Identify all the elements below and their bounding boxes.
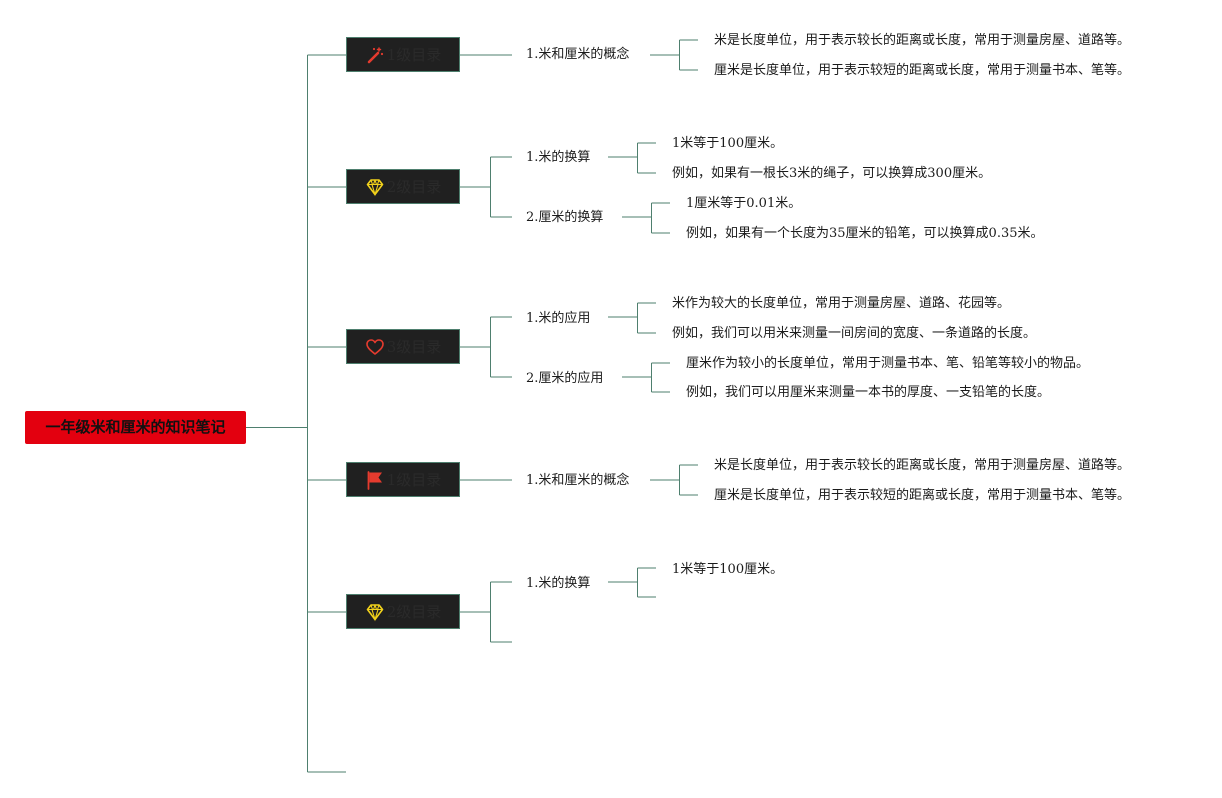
topic-label[interactable]: 1.米和厘米的概念 [526,473,630,488]
note-bracket [608,567,656,598]
note-text: 米作为较大的长度单位，常用于测量房屋、道路、花园等。 [672,296,1011,311]
note-bracket [608,142,656,174]
note-text: 1米等于100厘米。 [672,136,784,151]
branch-node[interactable]: 1级目录 [346,37,460,72]
note-text: 例如，如果有一个长度为35厘米的铅笔，可以换算成0.35米。 [686,226,1044,241]
note-bracket [622,202,670,234]
branch-label: 2级目录 [386,178,442,196]
note-bracket [650,39,698,71]
topic-label[interactable]: 1.米的应用 [526,311,591,326]
note-text: 1米等于100厘米。 [672,562,784,577]
topic-label[interactable]: 2.厘米的换算 [526,210,604,225]
note-text: 厘米是长度单位，用于表示较短的距离或长度，常用于测量书本、笔等。 [714,63,1131,78]
branch-node[interactable]: 1级目录 [346,462,460,497]
note-text: 米是长度单位，用于表示较长的距离或长度，常用于测量房屋、道路等。 [714,458,1131,473]
branch-label: 3级目录 [386,338,442,356]
branch-label: 1级目录 [386,46,442,64]
note-bracket [608,302,656,334]
topic-bracket [460,316,512,378]
magic-wand-icon [365,45,385,65]
topic-label[interactable]: 1.米的换算 [526,576,591,591]
branch-node[interactable]: 2级目录 [346,594,460,629]
branch-label: 2级目录 [386,603,442,621]
root-node[interactable]: 一年级米和厘米的知识笔记 [25,411,246,444]
branch-node[interactable]: 3级目录 [346,329,460,364]
note-text: 例如，如果有一根长3米的绳子，可以换算成300厘米。 [672,166,992,181]
topic-bracket [460,156,512,218]
flag-icon [365,470,385,490]
heart-icon [365,337,385,357]
diamond-icon [365,602,385,622]
note-text: 厘米是长度单位，用于表示较短的距离或长度，常用于测量书本、笔等。 [714,488,1131,503]
note-text: 1厘米等于0.01米。 [686,196,802,211]
note-text: 厘米作为较小的长度单位，常用于测量书本、笔、铅笔等较小的物品。 [686,356,1090,371]
note-text: 例如，我们可以用米来测量一间房间的宽度、一条道路的长度。 [672,326,1037,341]
note-text: 米是长度单位，用于表示较长的距离或长度，常用于测量房屋、道路等。 [714,33,1131,48]
topic-label[interactable]: 2.厘米的应用 [526,371,604,386]
diamond-icon [365,177,385,197]
note-bracket [622,362,670,393]
topic-bracket [460,581,512,643]
topic-label[interactable]: 1.米和厘米的概念 [526,47,630,62]
note-text: 例如，我们可以用厘米来测量一本书的厚度、一支铅笔的长度。 [686,385,1051,400]
note-bracket [650,464,698,496]
branch-label: 1级目录 [386,471,442,489]
branch-node[interactable]: 2级目录 [346,169,460,204]
topic-label[interactable]: 1.米的换算 [526,150,591,165]
